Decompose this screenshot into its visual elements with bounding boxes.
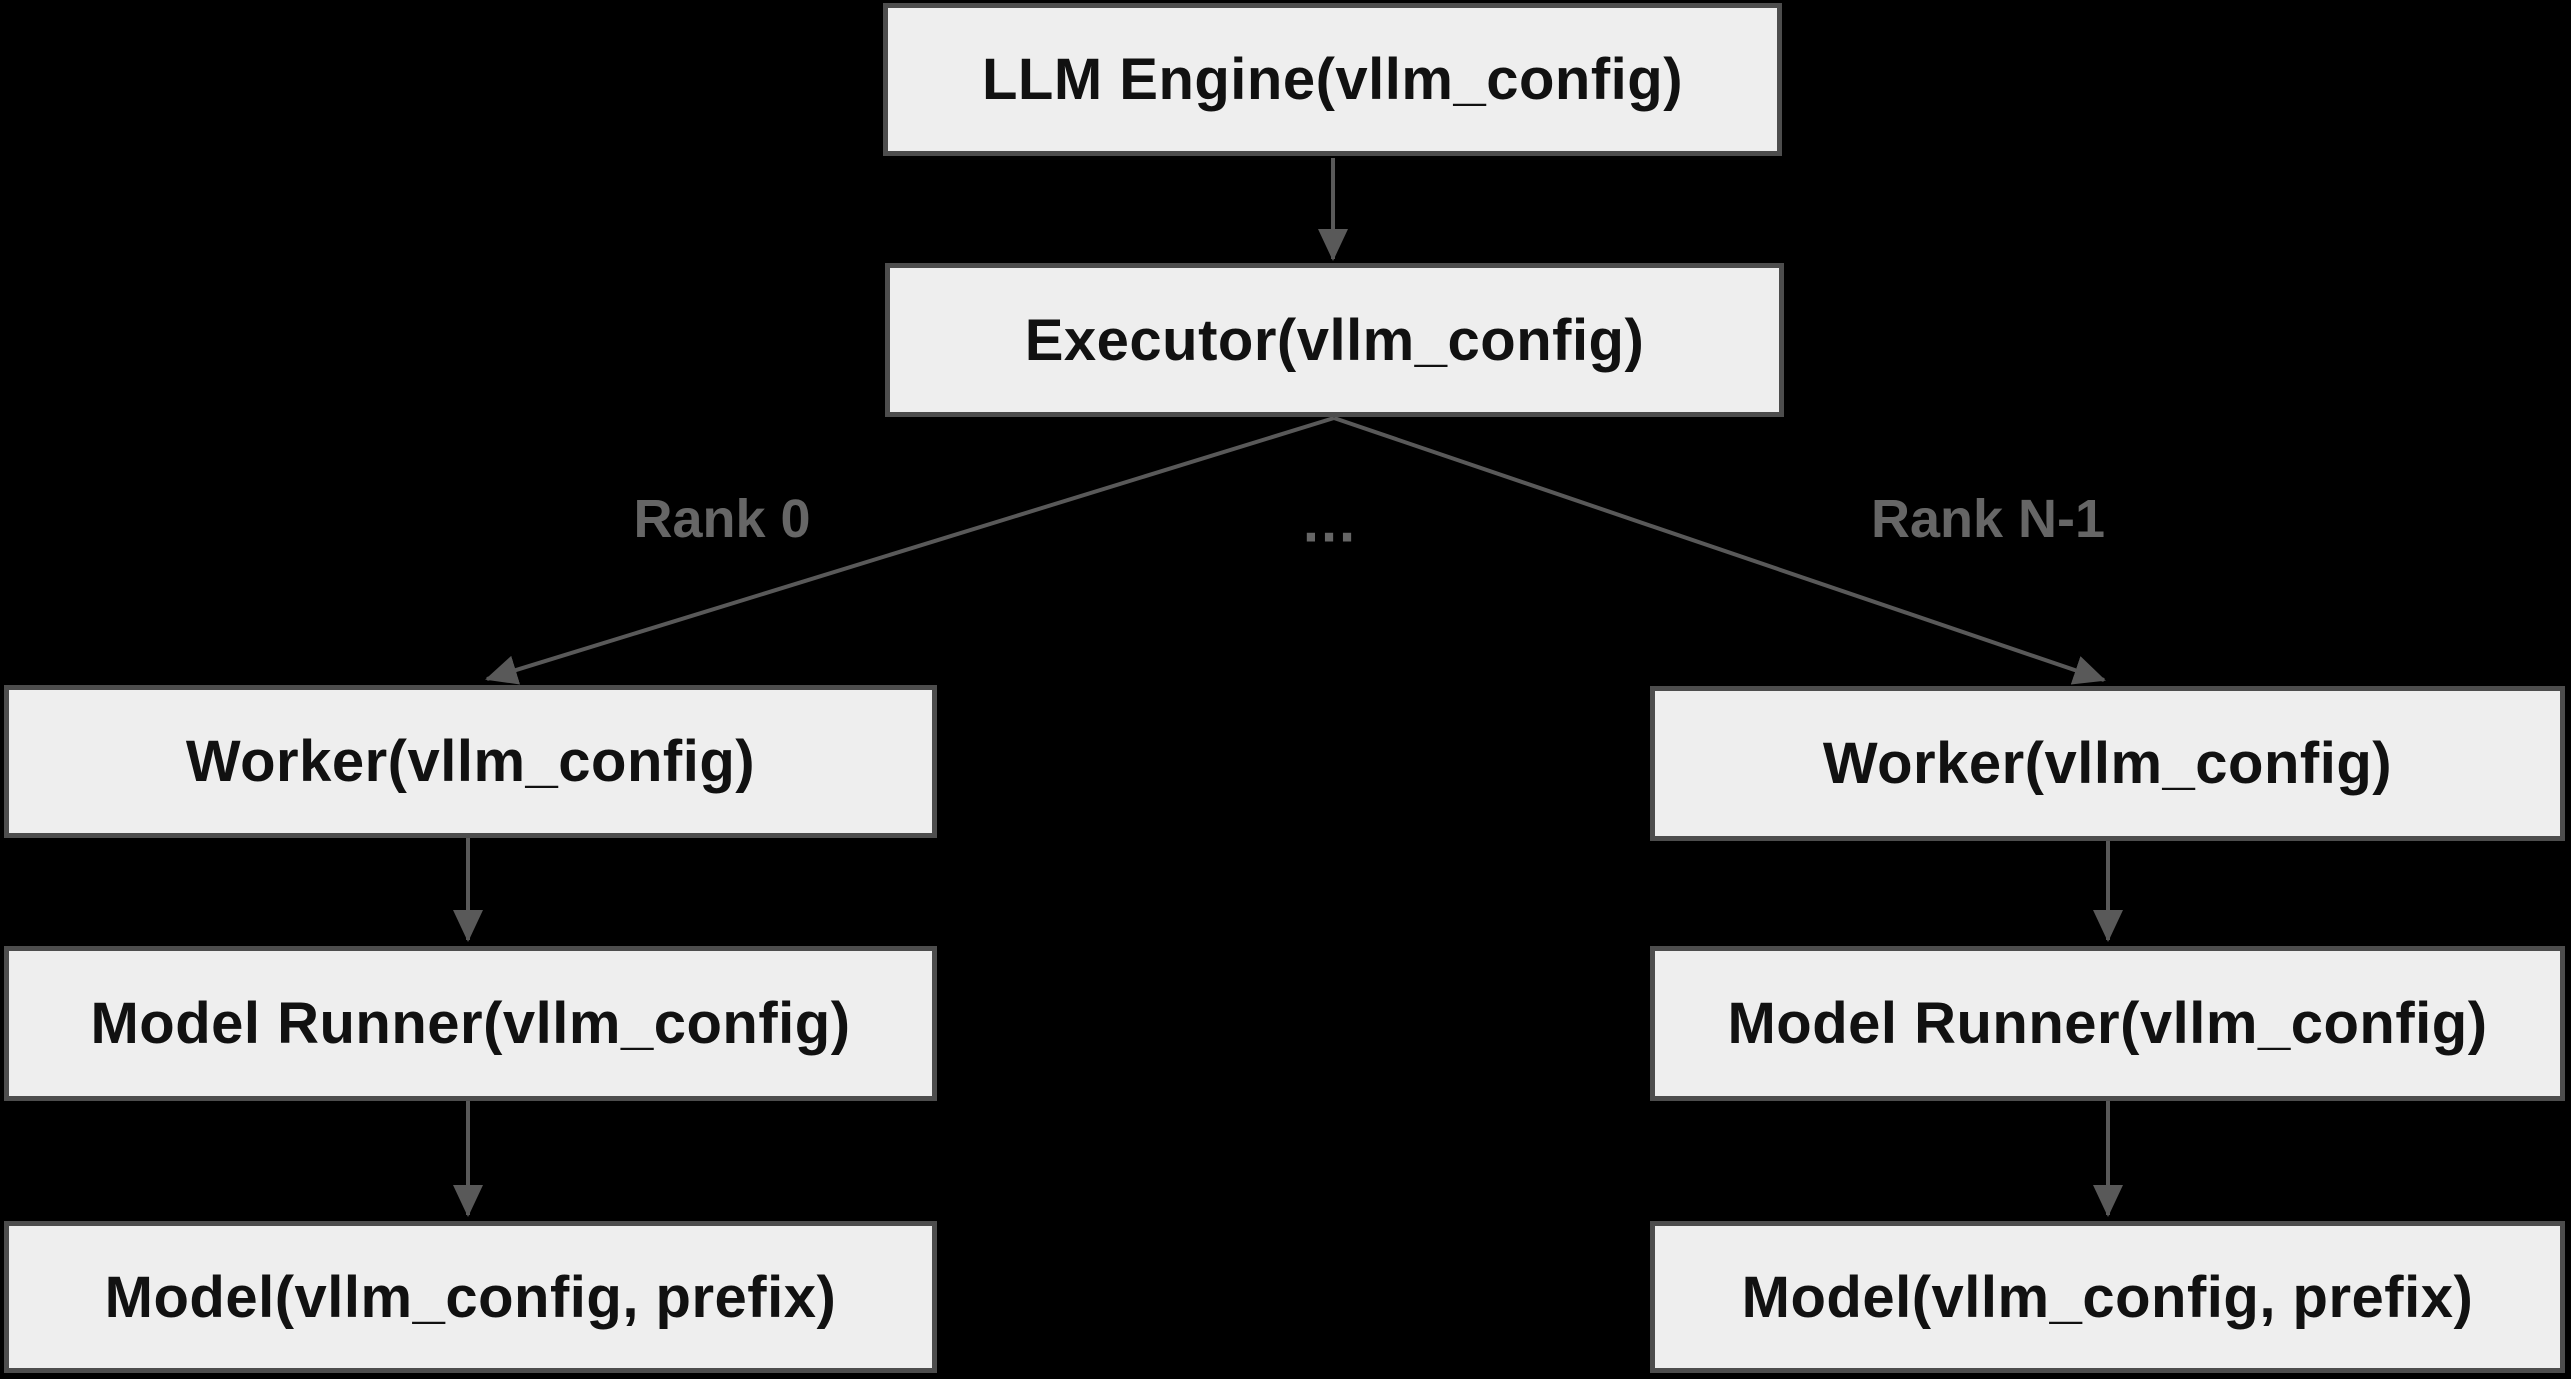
- node-model-runner-rankn-label: Model Runner(vllm_config): [1727, 991, 2488, 1056]
- node-worker-rank0-label: Worker(vllm_config): [185, 729, 756, 794]
- edge-executor-to-worker-rank0: [485, 416, 1335, 685]
- node-model-runner-rankn: Model Runner(vllm_config): [1650, 946, 2565, 1101]
- node-model-runner-rank0: Model Runner(vllm_config): [4, 946, 937, 1101]
- edge-label-rank-0: Rank 0: [633, 489, 811, 549]
- node-model-rankn-label: Model(vllm_config, prefix): [1741, 1264, 2474, 1330]
- node-worker-rankn: Worker(vllm_config): [1650, 686, 2565, 841]
- node-worker-rankn-label: Worker(vllm_config): [1822, 731, 2393, 796]
- node-executor-label: Executor(vllm_config): [1024, 307, 1645, 373]
- node-executor: Executor(vllm_config): [885, 263, 1784, 417]
- edge-executor-to-worker-rankn: [1333, 416, 2106, 685]
- node-model-rank0: Model(vllm_config, prefix): [4, 1221, 937, 1373]
- node-model-rankn: Model(vllm_config, prefix): [1650, 1221, 2565, 1373]
- node-llm-engine-label: LLM Engine(vllm_config): [981, 47, 1684, 112]
- edge-label-ellipsis: ...: [1302, 489, 1358, 555]
- node-model-runner-rank0-label: Model Runner(vllm_config): [90, 991, 851, 1056]
- node-llm-engine: LLM Engine(vllm_config): [883, 3, 1782, 156]
- node-worker-rank0: Worker(vllm_config): [4, 685, 937, 838]
- edge-label-rank-n-1: Rank N-1: [1870, 489, 2106, 549]
- node-model-rank0-label: Model(vllm_config, prefix): [104, 1264, 837, 1330]
